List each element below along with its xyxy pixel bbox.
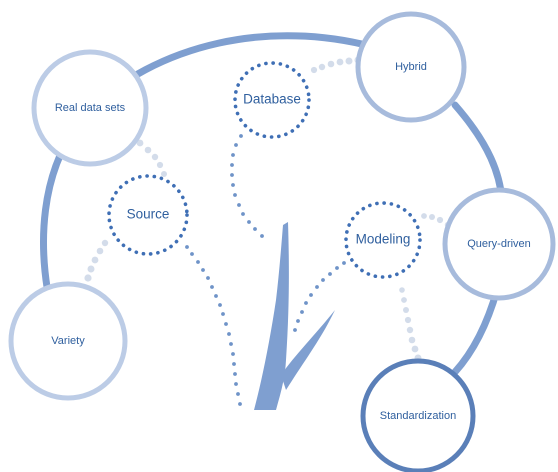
database-label: Database bbox=[243, 92, 301, 107]
outer-node-hybrid: Hybrid bbox=[355, 11, 467, 123]
inner-node-source: Source bbox=[107, 174, 189, 256]
tree bbox=[185, 134, 346, 410]
hybrid-label: Hybrid bbox=[395, 61, 427, 73]
real-data-sets-label: Real data sets bbox=[55, 102, 126, 114]
outer-node-real-data-sets: Real data sets bbox=[31, 49, 149, 167]
outer-node-query-driven: Query-driven bbox=[442, 187, 556, 301]
outer-node-standardization: Standardization bbox=[360, 358, 476, 472]
tree-trunk bbox=[254, 222, 289, 410]
tree-branch-right bbox=[281, 310, 335, 390]
inner-node-database: Database bbox=[233, 61, 311, 139]
source-label: Source bbox=[127, 207, 170, 222]
query-driven-label: Query-driven bbox=[467, 238, 531, 250]
inner-node-modeling: Modeling bbox=[344, 201, 422, 279]
standardization-label: Standardization bbox=[380, 410, 456, 422]
outer-node-variety: Variety bbox=[8, 281, 128, 401]
variety-label: Variety bbox=[51, 335, 85, 347]
modeling-label: Modeling bbox=[356, 232, 411, 247]
